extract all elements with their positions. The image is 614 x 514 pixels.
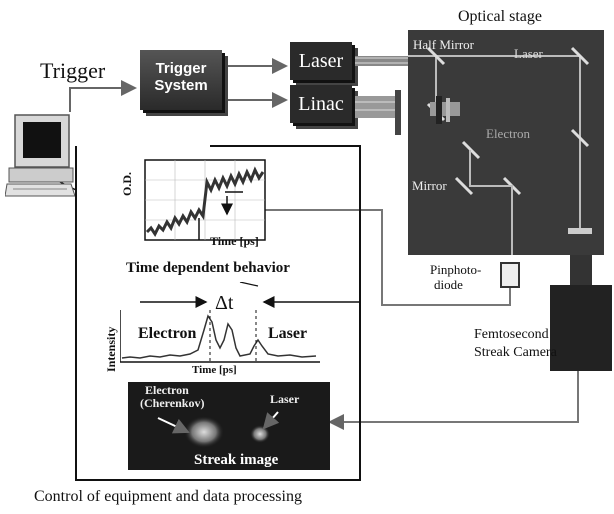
optical-paths	[408, 30, 604, 255]
streak-caption: Streak image	[194, 452, 278, 469]
mirror-label: Mirror	[412, 178, 447, 194]
laser-path-label: Laser	[514, 46, 543, 62]
streak-laser-label: Laser	[270, 392, 299, 407]
laser-box: Laser	[290, 42, 352, 80]
trigger-system-label-line2: System	[140, 77, 222, 94]
intensity-xlabel: Time [ps]	[192, 364, 237, 376]
pinphotodiode-label: Pinphoto- diode	[430, 262, 481, 292]
beam-lines	[355, 40, 415, 140]
streak-electron-line2: (Cherenkov)	[140, 397, 204, 410]
streak-electron-label: Electron (Cherenkov)	[140, 384, 204, 410]
od-xlabel: Time [ps]	[210, 234, 259, 249]
pinphotodiode-label-line2: diode	[430, 277, 481, 292]
camera-lens	[570, 255, 592, 285]
streak-camera-label: Femtosecond Streak Camera	[474, 326, 557, 362]
streak-camera-label-line1: Femtosecond	[474, 326, 557, 344]
optical-stage-label: Optical stage	[458, 8, 542, 26]
camera-signal-line	[330, 370, 578, 422]
od-ylabel: O.D.	[120, 172, 135, 196]
intensity-ylabel: Intensity	[104, 327, 119, 372]
control-caption: Control of equipment and data processing	[34, 488, 302, 506]
trigger-line	[70, 88, 135, 112]
intensity-electron-label: Electron	[138, 325, 196, 343]
electron-path-label: Electron	[486, 126, 530, 142]
pinphotodiode	[500, 262, 520, 288]
half-mirror-label: Half Mirror	[413, 37, 474, 53]
streak-camera	[550, 285, 612, 371]
pinphotodiode-label-line1: Pinphoto-	[430, 262, 481, 277]
trigger-label: Trigger	[40, 58, 105, 84]
linac-box: Linac	[290, 85, 352, 123]
trigger-system-box: Trigger System	[140, 50, 222, 110]
computer-icon	[5, 110, 75, 200]
trigger-system-label-line1: Trigger	[140, 60, 222, 77]
intensity-laser-label: Laser	[268, 325, 307, 343]
delta-t-marker	[140, 282, 360, 312]
od-caption: Time dependent behavior	[126, 260, 290, 277]
streak-camera-label-line2: Streak Camera	[474, 344, 557, 362]
